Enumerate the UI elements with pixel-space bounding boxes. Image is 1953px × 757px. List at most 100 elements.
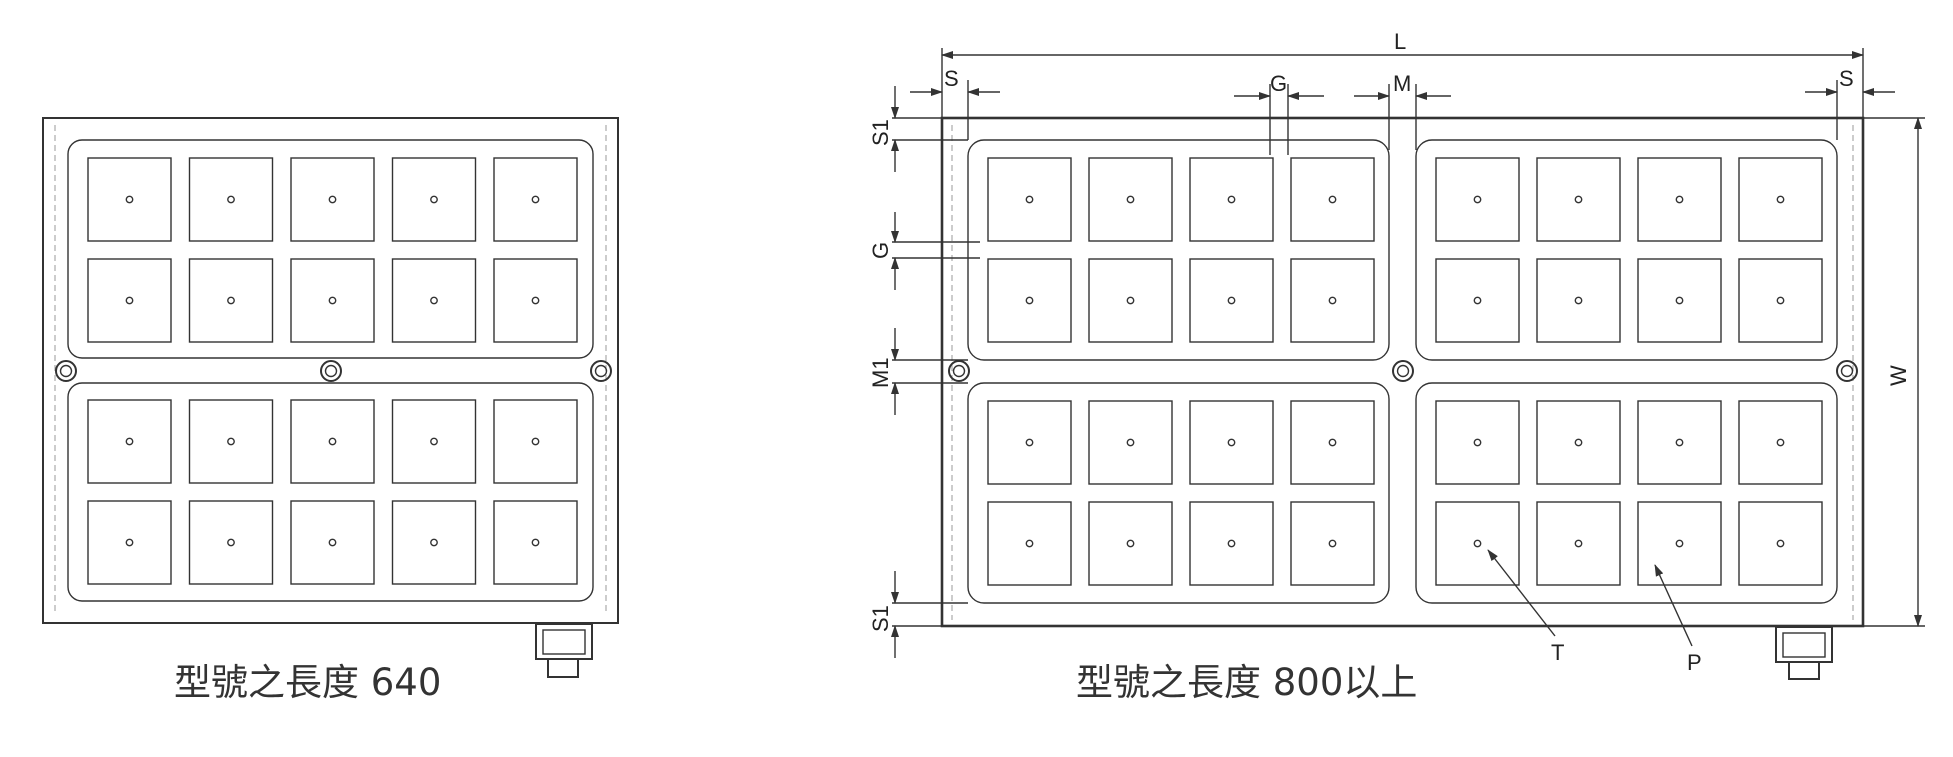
pole-square <box>1189 157 1274 242</box>
magnetic-pole <box>1189 400 1274 485</box>
pole-square <box>1189 400 1274 485</box>
tapped-hole <box>531 296 540 305</box>
mount-hole <box>320 360 342 382</box>
magnetic-pole <box>1290 258 1375 343</box>
pole-square <box>1189 258 1274 343</box>
mount-hole <box>948 360 970 382</box>
left-view-caption: 型號之長度 640 <box>174 661 441 704</box>
tapped-hole <box>1574 296 1583 305</box>
pole-square <box>87 500 172 585</box>
tapped-hole <box>1126 539 1135 548</box>
pole-square <box>188 500 274 585</box>
magnetic-pole <box>290 258 375 343</box>
left-pole-block-bottom <box>67 382 594 602</box>
left-pole-grid <box>87 157 578 585</box>
left-pole-block-top <box>67 139 594 359</box>
tapped-hole <box>227 538 235 547</box>
magnetic-pole <box>1738 400 1823 485</box>
pole-square <box>493 157 578 242</box>
magnetic-pole <box>1536 258 1621 343</box>
label-T: T <box>1551 640 1564 665</box>
magnetic-pole <box>1738 258 1823 343</box>
magnetic-pole <box>188 157 274 242</box>
magnetic-pole <box>1088 400 1173 485</box>
magnetic-pole <box>1189 258 1274 343</box>
pole-square <box>493 258 578 343</box>
tapped-hole <box>1126 438 1135 447</box>
tapped-hole <box>1675 539 1684 548</box>
mount-hole <box>55 360 77 382</box>
tapped-hole <box>531 538 540 547</box>
left-mount-holes <box>55 360 612 382</box>
magnetic-pole <box>1536 501 1621 586</box>
magnetic-pole <box>1290 157 1375 242</box>
pole-square <box>1637 501 1722 586</box>
magnetic-pole <box>188 500 274 585</box>
right-connector-plug <box>1788 661 1820 680</box>
tapped-hole <box>1025 195 1034 204</box>
magnetic-pole <box>493 399 578 484</box>
pole-square <box>1637 157 1722 242</box>
dimension-M1-left: M1 <box>868 328 968 415</box>
pole-square <box>1738 501 1823 586</box>
label-S1-top: S1 <box>868 119 893 146</box>
magnetic-pole <box>391 500 477 585</box>
right-chuck-view: L S S G M <box>868 29 1925 704</box>
label-G-left: G <box>868 242 893 259</box>
right-mount-holes <box>948 360 1858 382</box>
magnetic-pole <box>1290 400 1375 485</box>
magnetic-pole <box>1536 157 1621 242</box>
tapped-hole <box>531 195 540 204</box>
hole-inner <box>59 364 73 378</box>
magnetic-pole <box>391 258 477 343</box>
magnetic-pole <box>493 157 578 242</box>
magnetic-pole <box>1536 400 1621 485</box>
mount-hole <box>1392 360 1414 382</box>
leader-line <box>1654 564 1693 647</box>
tapped-hole <box>531 437 540 446</box>
pole-square <box>1435 258 1520 343</box>
magnetic-pole <box>1435 157 1520 242</box>
left-chuck-view: 型號之長度 640 <box>42 117 619 704</box>
pole-square <box>987 258 1072 343</box>
right-pole-block-bottom-right <box>1415 382 1838 604</box>
magnetic-pole <box>1637 258 1722 343</box>
right-view-caption: 型號之長度 800以上 <box>1076 661 1417 704</box>
hole-outer <box>1392 360 1414 382</box>
tapped-hole <box>227 296 235 305</box>
pole-square <box>87 258 172 343</box>
tapped-hole <box>1776 539 1785 548</box>
magnetic-pole <box>493 258 578 343</box>
magnetic-pole <box>1290 501 1375 586</box>
dimension-G-top: G <box>1234 71 1324 155</box>
pole-square <box>290 399 375 484</box>
pole-square <box>188 399 274 484</box>
dimension-W: W <box>1863 117 1925 627</box>
magnetic-pole <box>1435 400 1520 485</box>
pole-square <box>1738 400 1823 485</box>
tapped-hole <box>1675 195 1684 204</box>
pole-square <box>87 399 172 484</box>
tapped-hole <box>1227 539 1236 548</box>
hole-outer <box>948 360 970 382</box>
pole-square <box>290 157 375 242</box>
label-M-top: M <box>1393 71 1411 96</box>
tapped-hole <box>1675 296 1684 305</box>
tapped-hole <box>1328 195 1337 204</box>
pole-square <box>188 258 274 343</box>
tapped-hole <box>328 296 337 305</box>
tapped-hole <box>430 437 438 446</box>
pole-square <box>1290 400 1375 485</box>
tapped-hole <box>1574 195 1583 204</box>
right-pole-block-top-right <box>1415 139 1838 361</box>
pole-square <box>1536 258 1621 343</box>
pole-square <box>1189 501 1274 586</box>
magnetic-pole <box>987 501 1072 586</box>
pole-square <box>493 500 578 585</box>
magnetic-pole <box>987 157 1072 242</box>
tapped-hole <box>125 538 134 547</box>
tapped-hole <box>125 296 134 305</box>
left-connector-plug <box>547 658 579 678</box>
pole-square <box>1088 157 1173 242</box>
